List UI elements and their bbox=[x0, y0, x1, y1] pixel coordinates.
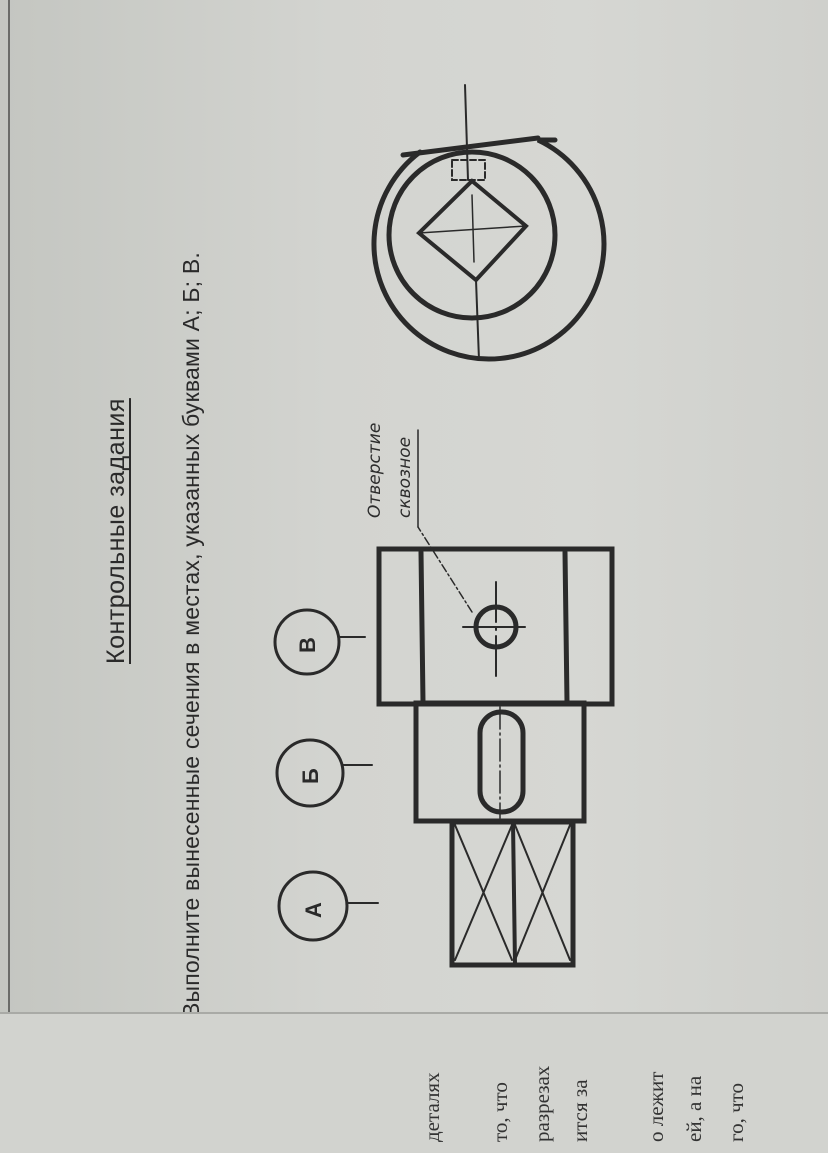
text-fragment: ится за bbox=[568, 1079, 592, 1142]
label-b: Б bbox=[298, 768, 323, 784]
text-fragment: деталях bbox=[420, 1072, 444, 1142]
text-fragment: разрезах bbox=[530, 1065, 554, 1142]
label-v: В bbox=[295, 637, 320, 653]
annotation-through: сквозное bbox=[395, 436, 415, 518]
previous-page: деталях то, что разрезах ится за о лежит… bbox=[0, 1012, 828, 1153]
text-fragment: ей, а на bbox=[682, 1075, 706, 1142]
text-fragment: о лежит bbox=[644, 1071, 668, 1142]
annotation-hole: Отверстие bbox=[365, 422, 385, 518]
text-fragment: то, что bbox=[488, 1082, 512, 1142]
label-a: А bbox=[301, 902, 326, 918]
page-edge bbox=[8, 0, 10, 1151]
text-fragment: го, что bbox=[724, 1082, 748, 1142]
